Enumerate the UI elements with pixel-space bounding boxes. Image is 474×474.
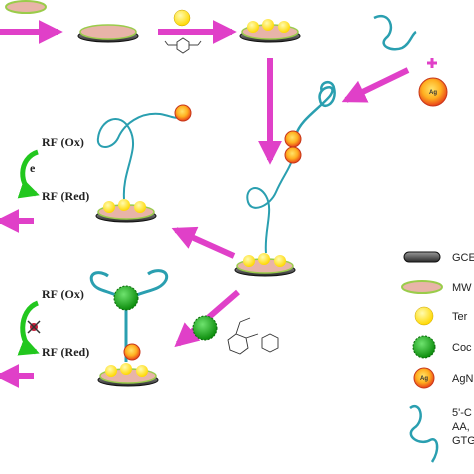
rf-red-label-bottom: RF (Red) bbox=[42, 345, 89, 359]
legend-dna: 5'-C AA, GTG bbox=[409, 404, 474, 463]
legend-cocaine: Coc bbox=[412, 335, 472, 359]
svg-text:Coc: Coc bbox=[452, 342, 472, 354]
legend-mwcnt: MW bbox=[401, 280, 472, 294]
cocaine-particle bbox=[192, 315, 218, 341]
rf-ox-label-bottom: RF (Ox) bbox=[42, 287, 84, 301]
svg-text:Ag: Ag bbox=[420, 376, 428, 382]
electrode-dna-bound bbox=[95, 104, 192, 223]
plus-icon bbox=[427, 58, 437, 68]
electrode-au bbox=[239, 19, 301, 43]
svg-text:5'-C: 5'-C bbox=[452, 407, 472, 419]
arrow-left-icon bbox=[341, 67, 410, 103]
svg-text:AgN: AgN bbox=[452, 373, 473, 385]
legend-gce: GCE bbox=[403, 251, 474, 264]
blocked-electron-icon bbox=[27, 320, 41, 334]
svg-text:AA,: AA, bbox=[452, 421, 470, 433]
terephthalaldehyde-molecule-icon bbox=[164, 37, 202, 54]
legend: GCE MW Ter Coc Ag AgN 5'-C AA, GTG bbox=[401, 251, 474, 463]
green-arc-icon bbox=[17, 300, 40, 356]
redox-cycle-top: RF (Ox) e RF (Red) bbox=[17, 135, 89, 203]
au-nanoparticle bbox=[173, 9, 191, 27]
arrow-left-icon bbox=[171, 226, 236, 259]
svg-text:GTG: GTG bbox=[452, 435, 474, 447]
legend-agnp: Ag AgN bbox=[413, 367, 473, 389]
green-arc-icon bbox=[17, 149, 40, 199]
svg-text:MW: MW bbox=[452, 282, 472, 294]
svg-text:GCE: GCE bbox=[452, 252, 474, 264]
dna-ag-conjugate bbox=[294, 80, 336, 136]
rf-ox-label-top: RF (Ox) bbox=[42, 135, 84, 149]
redox-cycle-bottom: RF (Ox) RF (Red) bbox=[17, 287, 89, 359]
dna-strand-icon bbox=[373, 14, 417, 51]
legend-terephthalaldehyde: Ter bbox=[414, 306, 468, 326]
mwcnt-icon bbox=[5, 0, 47, 14]
ag-nanoparticle-icon bbox=[284, 130, 302, 148]
electrode-cocaine-bound bbox=[89, 269, 169, 387]
electron-label: e bbox=[30, 161, 36, 175]
rf-red-label-top: RF (Red) bbox=[42, 189, 89, 203]
cocaine-molecule-icon bbox=[227, 317, 279, 355]
electrode-dna-bound-2 bbox=[234, 146, 302, 277]
electrode-mwcnt bbox=[77, 24, 139, 43]
svg-text:Ag: Ag bbox=[429, 90, 437, 96]
ag-nanoparticle-icon: Ag bbox=[418, 77, 448, 107]
svg-text:Ter: Ter bbox=[452, 311, 468, 323]
